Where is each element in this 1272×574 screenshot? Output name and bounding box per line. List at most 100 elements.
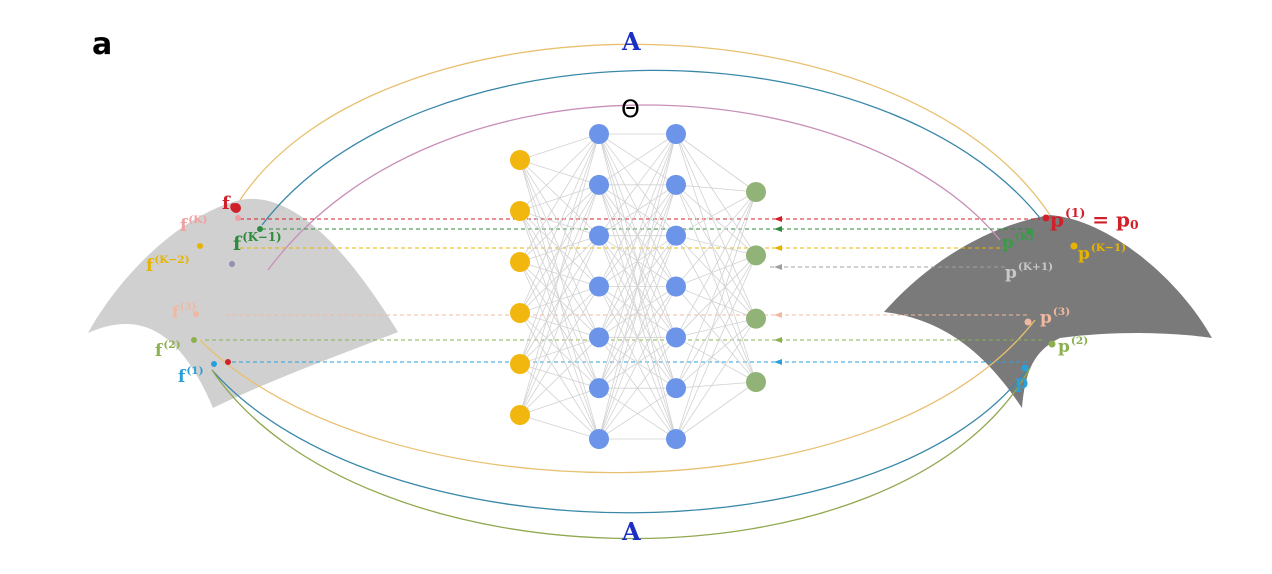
dashed-link-arrow-1 bbox=[774, 216, 782, 222]
network-edge-l2-3-2 bbox=[675, 286, 757, 320]
network-edge-l2-5-2 bbox=[675, 318, 757, 389]
network-label: Θ bbox=[621, 95, 640, 123]
network-node-layer1-3 bbox=[510, 252, 530, 272]
network-node-layer3-2 bbox=[666, 174, 686, 195]
network-node-layer4-2 bbox=[746, 245, 766, 266]
right-point-p-blue: p bbox=[1015, 370, 1029, 393]
network-edge-l2-4-0 bbox=[675, 191, 757, 338]
left-marker-8 bbox=[225, 359, 231, 365]
network-edge-l2-5-1 bbox=[675, 255, 757, 389]
network-edge-l1-4-0 bbox=[598, 133, 677, 338]
left-point-fK-1: f(K−1) bbox=[233, 230, 282, 255]
network-node-layer1-2 bbox=[510, 201, 530, 221]
right-marker-6 bbox=[1021, 364, 1029, 372]
network-node-layer2-4 bbox=[589, 276, 609, 297]
network-edge-l2-0-3 bbox=[675, 133, 757, 383]
network-node-layer2-1 bbox=[589, 124, 609, 144]
left-marker-5 bbox=[229, 261, 235, 267]
network-edge-l1-6-1 bbox=[598, 184, 677, 440]
dashed-link-arrow-4 bbox=[774, 264, 782, 270]
network-edge-l2-0-2 bbox=[675, 133, 757, 319]
network-edge-l2-1-0 bbox=[675, 184, 757, 193]
network-edge-l0-5-2 bbox=[519, 235, 600, 416]
network-edge-l2-6-3 bbox=[675, 381, 757, 440]
network-node-layer2-3 bbox=[589, 225, 609, 246]
network-edge-l0-5-6 bbox=[519, 414, 600, 440]
network-node-layer1-4 bbox=[510, 303, 530, 323]
left-point-f1: f(1) bbox=[178, 365, 204, 387]
network-edge-l0-5-0 bbox=[519, 133, 600, 416]
right-point-p1: p(1) = p0 bbox=[1050, 205, 1139, 232]
network-edge-l2-3-0 bbox=[675, 191, 757, 287]
left-point-fK-2: f(K−2) bbox=[146, 254, 190, 276]
right-point-p3: p(3) bbox=[1040, 306, 1071, 328]
left-marker-3 bbox=[257, 226, 263, 232]
network-edge-l0-5-5 bbox=[519, 387, 600, 416]
right-marker-5 bbox=[1048, 340, 1056, 348]
left-marker-1 bbox=[231, 203, 241, 213]
network-edge-l0-5-1 bbox=[519, 184, 600, 416]
network-edge-l2-6-2 bbox=[675, 318, 757, 440]
network-edge-l2-4-2 bbox=[675, 318, 757, 338]
left-point-f3: f(3) bbox=[172, 302, 197, 322]
network-node-layer1-6 bbox=[510, 405, 530, 425]
network-edge-l1-2-0 bbox=[598, 133, 677, 236]
arc-top-inner bbox=[267, 104, 1001, 271]
network-edge-l1-5-0 bbox=[598, 133, 677, 389]
right-marker-4 bbox=[1024, 318, 1032, 326]
network-edge-l2-3-3 bbox=[675, 286, 757, 383]
manifold-markers bbox=[191, 203, 1078, 372]
network-node-layer4-3 bbox=[746, 308, 766, 329]
map-label-top: A bbox=[622, 27, 641, 56]
left-manifold bbox=[88, 198, 398, 408]
dashed-link-arrow-3 bbox=[774, 245, 782, 251]
network-edge-l0-5-3 bbox=[519, 286, 600, 416]
network-node-layer3-4 bbox=[666, 276, 686, 297]
right-point-p2: p(2) bbox=[1058, 335, 1089, 357]
network-edge-l2-3-1 bbox=[675, 254, 757, 287]
network-node-layer3-6 bbox=[666, 378, 686, 399]
network-edge-l0-3-0 bbox=[519, 133, 600, 314]
network-edge-l1-6-4 bbox=[598, 337, 677, 440]
right-marker-1 bbox=[1042, 214, 1050, 222]
network-edge-l2-2-1 bbox=[675, 235, 757, 256]
network-node-layer3-1 bbox=[666, 124, 686, 144]
network-edge-l2-1-2 bbox=[675, 184, 757, 319]
left-marker-4 bbox=[197, 243, 203, 249]
network-edge-l2-1-3 bbox=[675, 184, 757, 383]
left-marker-7 bbox=[191, 337, 197, 343]
network-edge-l2-6-1 bbox=[675, 255, 757, 440]
right-point-pK-1: p(K−1) bbox=[1078, 242, 1127, 264]
network-node-layer1-5 bbox=[510, 354, 530, 374]
network-node-layer4-1 bbox=[746, 182, 766, 202]
network-edge-l1-6-2 bbox=[598, 235, 677, 440]
network-edge-l2-2-2 bbox=[675, 235, 757, 319]
network-node-layer3-3 bbox=[666, 225, 686, 246]
network-node-layer3-7 bbox=[666, 429, 686, 449]
network-edge-l2-4-3 bbox=[675, 336, 757, 383]
left-point-f0: f0 bbox=[222, 193, 238, 215]
network-edge-l2-6-0 bbox=[675, 191, 757, 440]
left-marker-9 bbox=[211, 361, 217, 367]
network-node-layer4-4 bbox=[746, 372, 766, 392]
network-edge-l2-1-1 bbox=[675, 184, 757, 256]
network-edge-l0-4-0 bbox=[519, 133, 600, 365]
arc-top-outer bbox=[239, 43, 1051, 216]
network-edge-l0-0-0 bbox=[519, 133, 600, 161]
network-edge-l2-2-0 bbox=[675, 191, 757, 237]
map-label-bottom: A bbox=[622, 517, 641, 546]
left-marker-6 bbox=[193, 311, 199, 317]
network-edge-l1-3-0 bbox=[598, 133, 677, 287]
panel-label: a bbox=[92, 27, 113, 62]
network-edge-l2-2-3 bbox=[675, 235, 757, 383]
network-node-layer2-6 bbox=[589, 378, 609, 399]
network-edges bbox=[519, 133, 757, 440]
network-node-layer2-2 bbox=[589, 174, 609, 195]
right-manifold bbox=[884, 215, 1212, 408]
network-node-layer2-7 bbox=[589, 429, 609, 449]
network-node-layer3-5 bbox=[666, 327, 686, 348]
arc-bottom-inner bbox=[199, 319, 1036, 474]
network-edge-l2-5-3 bbox=[675, 381, 757, 389]
